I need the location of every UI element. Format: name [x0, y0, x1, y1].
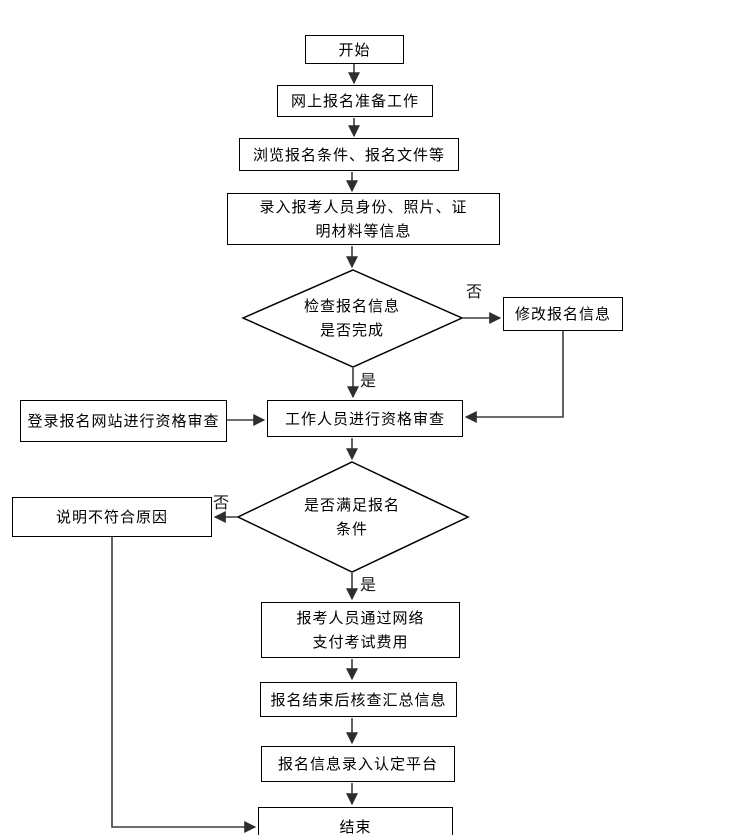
arrow-reason-to-end [111, 537, 257, 833]
flow-node-platform: 报名信息录入认定平台 [261, 746, 455, 782]
flow-node-modify: 修改报名信息 [503, 297, 623, 331]
branch-label-no-meet: 否 [213, 493, 230, 512]
flow-node-input: 录入报考人员身份、照片、证 明材料等信息 [227, 193, 500, 245]
flow-node-staff: 工作人员进行资格审查 [267, 400, 463, 437]
flow-node-end: 结束 [258, 807, 453, 835]
branch-label-no-check: 否 [466, 282, 483, 301]
flow-node-verify: 报名结束后核查汇总信息 [260, 682, 457, 717]
branch-label-yes-meet: 是 [360, 575, 377, 594]
decision-meet-label: 是否满足报名 条件 [303, 496, 400, 538]
arrow-modify-to-staff [464, 331, 564, 423]
flow-node-browse: 浏览报名条件、报名文件等 [239, 138, 459, 171]
branch-label-yes-check: 是 [360, 371, 377, 390]
decision-check-label: 检查报名信息 是否完成 [303, 297, 400, 339]
flow-node-prep: 网上报名准备工作 [277, 85, 433, 117]
flow-node-pay: 报考人员通过网络 支付考试费用 [261, 602, 460, 658]
flow-node-login: 登录报名网站进行资格审查 [20, 400, 227, 442]
flow-node-start: 开始 [305, 35, 404, 64]
flow-node-reason: 说明不符合原因 [12, 497, 212, 537]
